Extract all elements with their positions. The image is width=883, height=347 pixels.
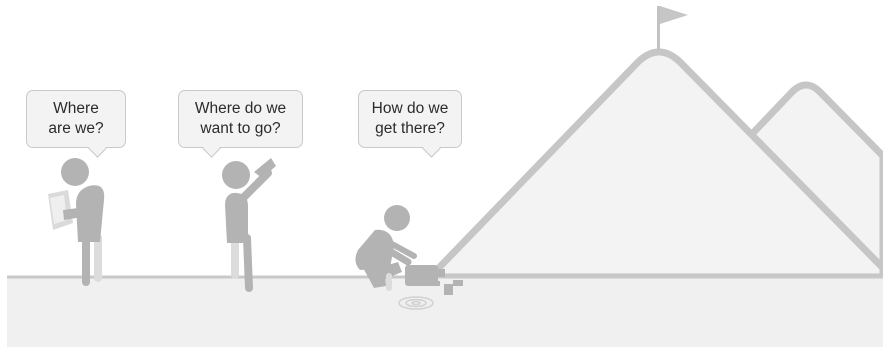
bubble-line: How do we [359,99,461,119]
figure-with-binoculars [222,158,276,288]
speech-bubble-where-to-go: Where do we want to go? [178,90,303,148]
speech-bubble-how-get-there: How do we get there? [358,90,462,148]
bubble-line: Where do we [179,99,302,119]
bubble-line: are we? [27,119,125,139]
bubble-line: want to go? [179,119,302,139]
summit-flag [657,6,688,50]
figure-reading-map [48,158,104,282]
speech-bubble-where-are-we: Where are we? [26,90,126,148]
bubble-line: Where [27,99,125,119]
bubble-line: get there? [359,119,461,139]
